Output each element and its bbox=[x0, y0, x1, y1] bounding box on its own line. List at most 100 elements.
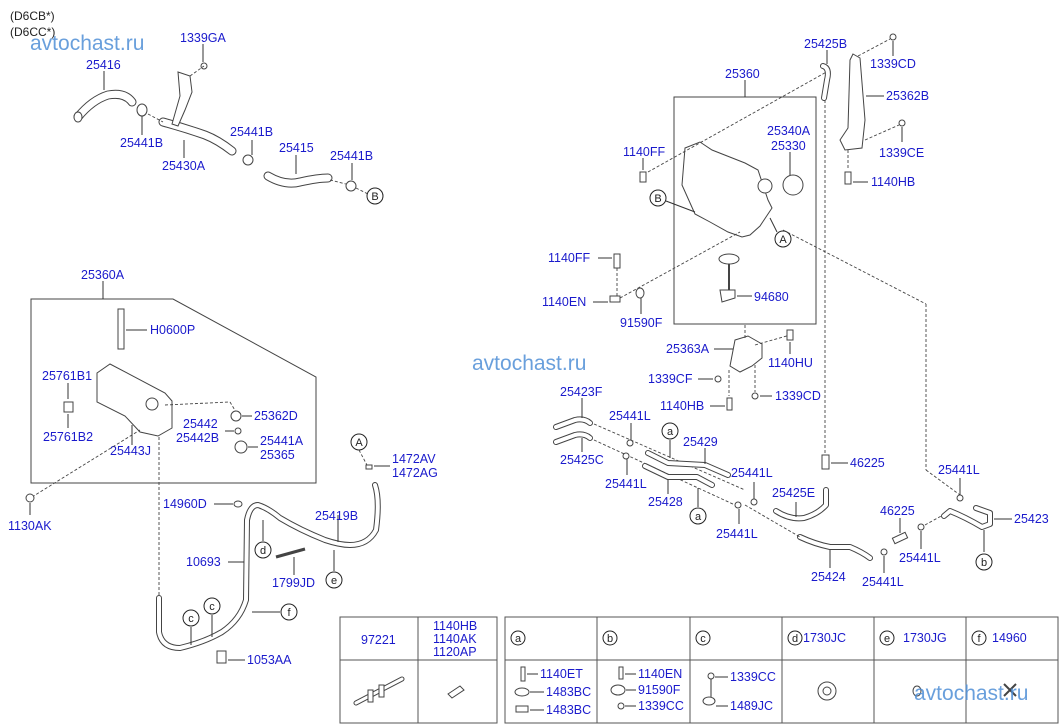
cap-25330[interactable] bbox=[782, 174, 804, 196]
label-25362B[interactable]: 25362B bbox=[886, 89, 929, 103]
connector-1472AV[interactable] bbox=[365, 464, 373, 470]
label-1799JD[interactable]: 1799JD bbox=[272, 576, 315, 590]
label-25362D[interactable]: 25362D bbox=[254, 409, 298, 423]
label-25360A[interactable]: 25360A bbox=[81, 268, 125, 282]
reservoir-a-tank[interactable] bbox=[96, 363, 173, 437]
legend-header-1140HB[interactable]: 1140HB bbox=[433, 619, 477, 633]
label-25340A[interactable]: 25340A bbox=[767, 124, 811, 138]
part-25442[interactable] bbox=[234, 427, 242, 435]
label-1472AG[interactable]: 1472AG bbox=[392, 466, 438, 480]
label-1140EN[interactable]: 1140EN bbox=[542, 295, 586, 309]
label-25425E[interactable]: 25425E bbox=[772, 486, 815, 500]
nut-1339CE[interactable] bbox=[898, 119, 906, 127]
label-25419B[interactable]: 25419B bbox=[315, 509, 358, 523]
label-25430A[interactable]: 25430A bbox=[162, 159, 206, 173]
legend-a-item-1483BC-1[interactable]: 1483BC bbox=[546, 685, 591, 699]
label-25441B-1[interactable]: 25441B bbox=[120, 136, 163, 150]
label-25443J[interactable]: 25443J bbox=[110, 444, 151, 458]
valve-46225-1[interactable] bbox=[821, 454, 830, 470]
bolt-1140EN[interactable] bbox=[609, 295, 621, 303]
bracket-25363A[interactable] bbox=[729, 335, 763, 373]
bolt-1140FF-1[interactable] bbox=[639, 171, 647, 183]
legend-c-item-1339CC[interactable]: 1339CC bbox=[730, 670, 776, 684]
strap-1799JD[interactable] bbox=[275, 547, 306, 559]
clamp-25441L-4[interactable] bbox=[734, 501, 742, 509]
part-25362D[interactable] bbox=[230, 410, 242, 422]
bolt-94680[interactable] bbox=[719, 289, 736, 303]
clip-91590F[interactable] bbox=[635, 287, 645, 299]
label-1140HB-top[interactable]: 1140HB bbox=[871, 175, 915, 189]
label-25360[interactable]: 25360 bbox=[725, 67, 760, 81]
bolt-1140HB-top[interactable] bbox=[844, 171, 852, 185]
clamp-25441L-5[interactable] bbox=[880, 548, 888, 556]
clamp-25441L-1[interactable] bbox=[626, 439, 634, 447]
label-91590F[interactable]: 91590F bbox=[620, 316, 663, 330]
reservoir-main-tank[interactable] bbox=[681, 141, 773, 238]
nut-1339CD-top[interactable] bbox=[889, 33, 897, 41]
label-25428[interactable]: 25428 bbox=[648, 495, 683, 509]
legend-code-14960[interactable]: 14960 bbox=[992, 631, 1027, 645]
legend-a-item-1483BC-2[interactable]: 1483BC bbox=[546, 703, 591, 717]
legend-a-item-1140ET[interactable]: 1140ET bbox=[540, 667, 583, 681]
label-25442B[interactable]: 25442B bbox=[176, 431, 219, 445]
legend-header-1120AP[interactable]: 1120AP bbox=[433, 645, 477, 659]
label-1339CD[interactable]: 1339CD bbox=[775, 389, 821, 403]
clamp-25441L-6[interactable] bbox=[917, 523, 925, 531]
label-25441L-3[interactable]: 25441L bbox=[731, 466, 773, 480]
label-25441A[interactable]: 25441A bbox=[260, 434, 304, 448]
bolt-1140HU[interactable] bbox=[786, 329, 794, 341]
legend-code-1730JG[interactable]: 1730JG bbox=[903, 631, 947, 645]
bolt-1140HB[interactable] bbox=[726, 397, 733, 411]
legend-header-97221[interactable]: 97221 bbox=[361, 633, 396, 647]
bolt-1130AK[interactable] bbox=[25, 493, 35, 503]
label-25365[interactable]: 25365 bbox=[260, 448, 295, 462]
bracket-25362B[interactable] bbox=[839, 53, 866, 151]
nut-1339CD[interactable] bbox=[751, 392, 759, 400]
clamp-25441L-3[interactable] bbox=[750, 498, 758, 506]
part-25441A[interactable] bbox=[234, 440, 248, 454]
label-25441L-2[interactable]: 25441L bbox=[605, 477, 647, 491]
clamp-25441B-1[interactable] bbox=[136, 103, 148, 117]
label-25416[interactable]: 25416 bbox=[86, 58, 121, 72]
clamp-25441L-7[interactable] bbox=[956, 494, 964, 502]
label-25441L-6[interactable]: 25441L bbox=[899, 551, 941, 565]
label-1339CF[interactable]: 1339CF bbox=[648, 372, 693, 386]
label-25441L-4[interactable]: 25441L bbox=[716, 527, 758, 541]
legend-header-1140AK[interactable]: 1140AK bbox=[433, 632, 477, 646]
label-1130AK[interactable]: 1130AK bbox=[8, 519, 52, 533]
label-25425B[interactable]: 25425B bbox=[804, 37, 847, 51]
label-25363A[interactable]: 25363A bbox=[666, 342, 710, 356]
legend-code-1730JC[interactable]: 1730JC bbox=[803, 631, 846, 645]
label-25441L-5[interactable]: 25441L bbox=[862, 575, 904, 589]
bolt-1140FF-2[interactable] bbox=[613, 253, 621, 269]
label-1339CE[interactable]: 1339CE bbox=[879, 146, 924, 160]
label-25441B-2[interactable]: 25441B bbox=[230, 125, 273, 139]
valve-46225-2[interactable] bbox=[891, 531, 909, 545]
label-25441L-7[interactable]: 25441L bbox=[938, 463, 980, 477]
label-H0600P[interactable]: H0600P bbox=[150, 323, 195, 337]
label-1140FF-1[interactable]: 1140FF bbox=[623, 145, 666, 159]
label-1140FF-2[interactable]: 1140FF bbox=[548, 251, 591, 265]
label-25441B-3[interactable]: 25441B bbox=[330, 149, 373, 163]
label-25442[interactable]: 25442 bbox=[183, 417, 218, 431]
clamp-25441B-3[interactable] bbox=[345, 180, 357, 192]
label-25415[interactable]: 25415 bbox=[279, 141, 314, 155]
bracket-1053AA[interactable] bbox=[216, 650, 227, 664]
clip-14960D[interactable] bbox=[233, 500, 243, 508]
label-1472AV[interactable]: 1472AV bbox=[392, 452, 436, 466]
label-1053AA[interactable]: 1053AA bbox=[247, 653, 292, 667]
label-25423[interactable]: 25423 bbox=[1014, 512, 1049, 526]
label-25330[interactable]: 25330 bbox=[771, 139, 806, 153]
label-14960D[interactable]: 14960D bbox=[163, 497, 207, 511]
label-10693[interactable]: 10693 bbox=[186, 555, 221, 569]
legend-b-item-91590F[interactable]: 91590F bbox=[638, 683, 681, 697]
label-25429[interactable]: 25429 bbox=[683, 435, 718, 449]
label-25441L-1[interactable]: 25441L bbox=[609, 409, 651, 423]
label-25424[interactable]: 25424 bbox=[811, 570, 846, 584]
label-25423F[interactable]: 25423F bbox=[560, 385, 603, 399]
label-1140HB[interactable]: 1140HB bbox=[660, 399, 704, 413]
nut-1339CF[interactable] bbox=[714, 375, 722, 383]
label-46225-2[interactable]: 46225 bbox=[880, 504, 915, 518]
clamp-25441L-2[interactable] bbox=[622, 452, 630, 460]
clamp-25441B-2[interactable] bbox=[242, 154, 254, 166]
